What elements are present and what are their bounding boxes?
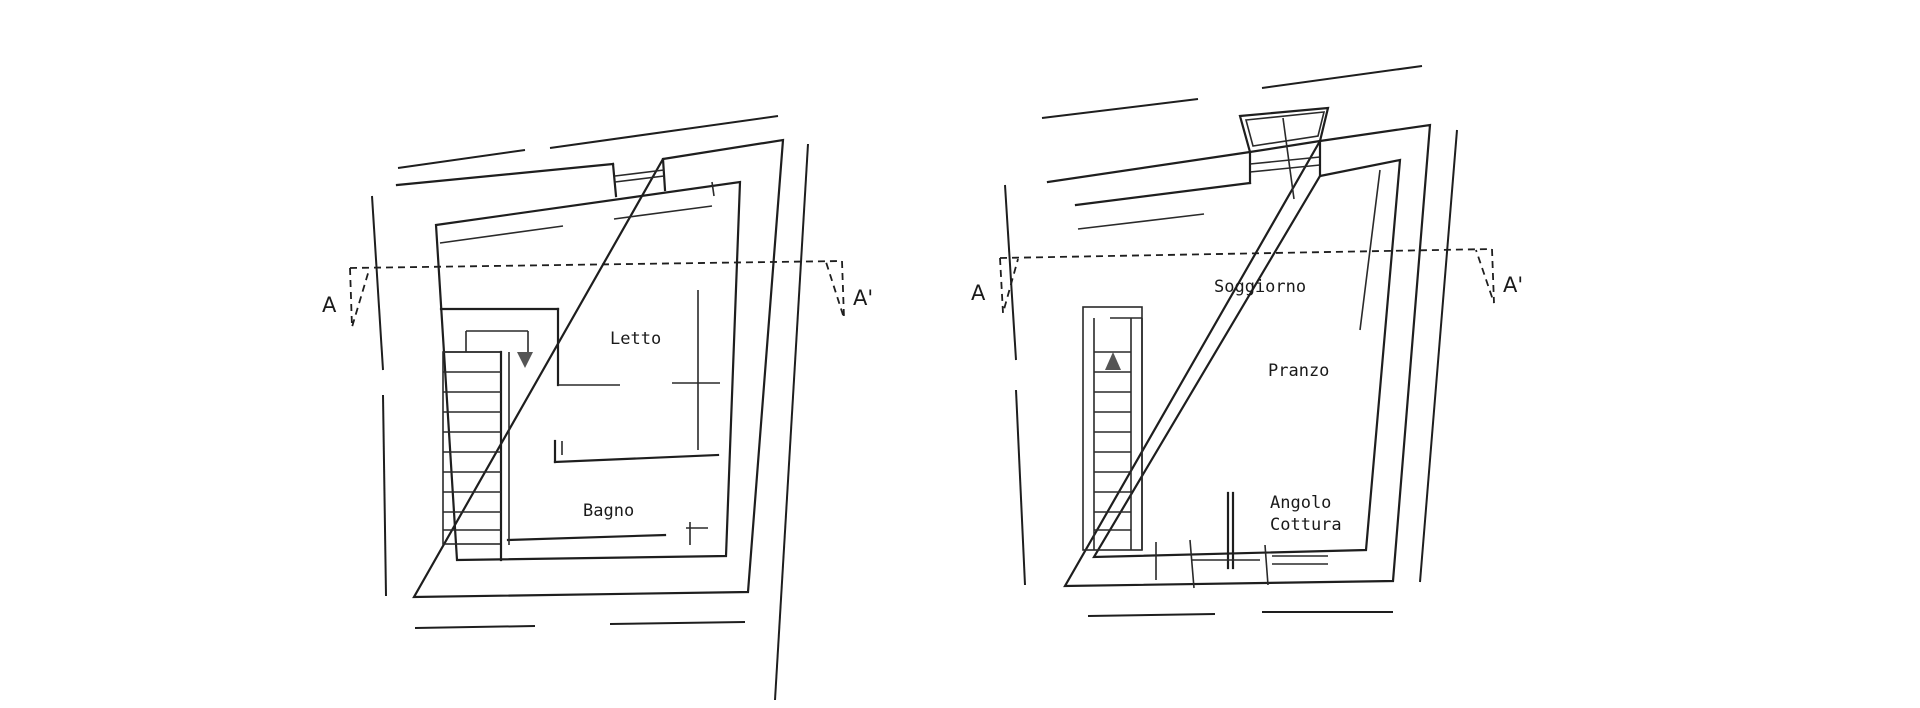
right-section-label-a-prime: A': [1503, 273, 1523, 297]
left-section-label-a-prime: A': [853, 286, 873, 310]
stair-up-arrow-icon: [1105, 352, 1121, 370]
room-label-cottura: Cottura: [1270, 515, 1342, 535]
right-section-line: A A': [971, 248, 1523, 314]
room-label-bagno: Bagno: [583, 501, 634, 521]
left-stair: [442, 330, 533, 562]
stair-down-arrow-icon: [517, 352, 533, 368]
room-label-pranzo: Pranzo: [1268, 361, 1329, 381]
right-section-label-a: A: [971, 281, 986, 305]
room-label-letto: Letto: [610, 329, 661, 349]
left-inner-wall: [434, 180, 742, 562]
left-section-line: A A': [322, 260, 873, 328]
left-partitions: [439, 181, 720, 545]
left-section-label-a: A: [322, 293, 337, 317]
right-balcony: [1238, 106, 1330, 200]
right-outer-wall: [1046, 123, 1432, 588]
right-floor-plan: A A' Soggiorno Pranzo Angolo Cottura: [971, 65, 1523, 617]
room-label-soggiorno: Soggiorno: [1214, 277, 1306, 297]
room-label-angolo: Angolo: [1270, 493, 1331, 513]
left-top-window: [611, 157, 667, 198]
left-outer-wall: [395, 138, 785, 599]
left-exterior-lines: [371, 115, 809, 701]
left-stair-steps: [443, 351, 501, 531]
right-stair: [1082, 306, 1143, 551]
right-inner-wall: [1074, 158, 1402, 559]
right-partitions: [1077, 169, 1381, 589]
right-stair-steps: [1094, 351, 1131, 531]
right-exterior-lines: [1004, 65, 1458, 617]
left-floor-plan: A A' Letto Bagno: [322, 115, 873, 701]
